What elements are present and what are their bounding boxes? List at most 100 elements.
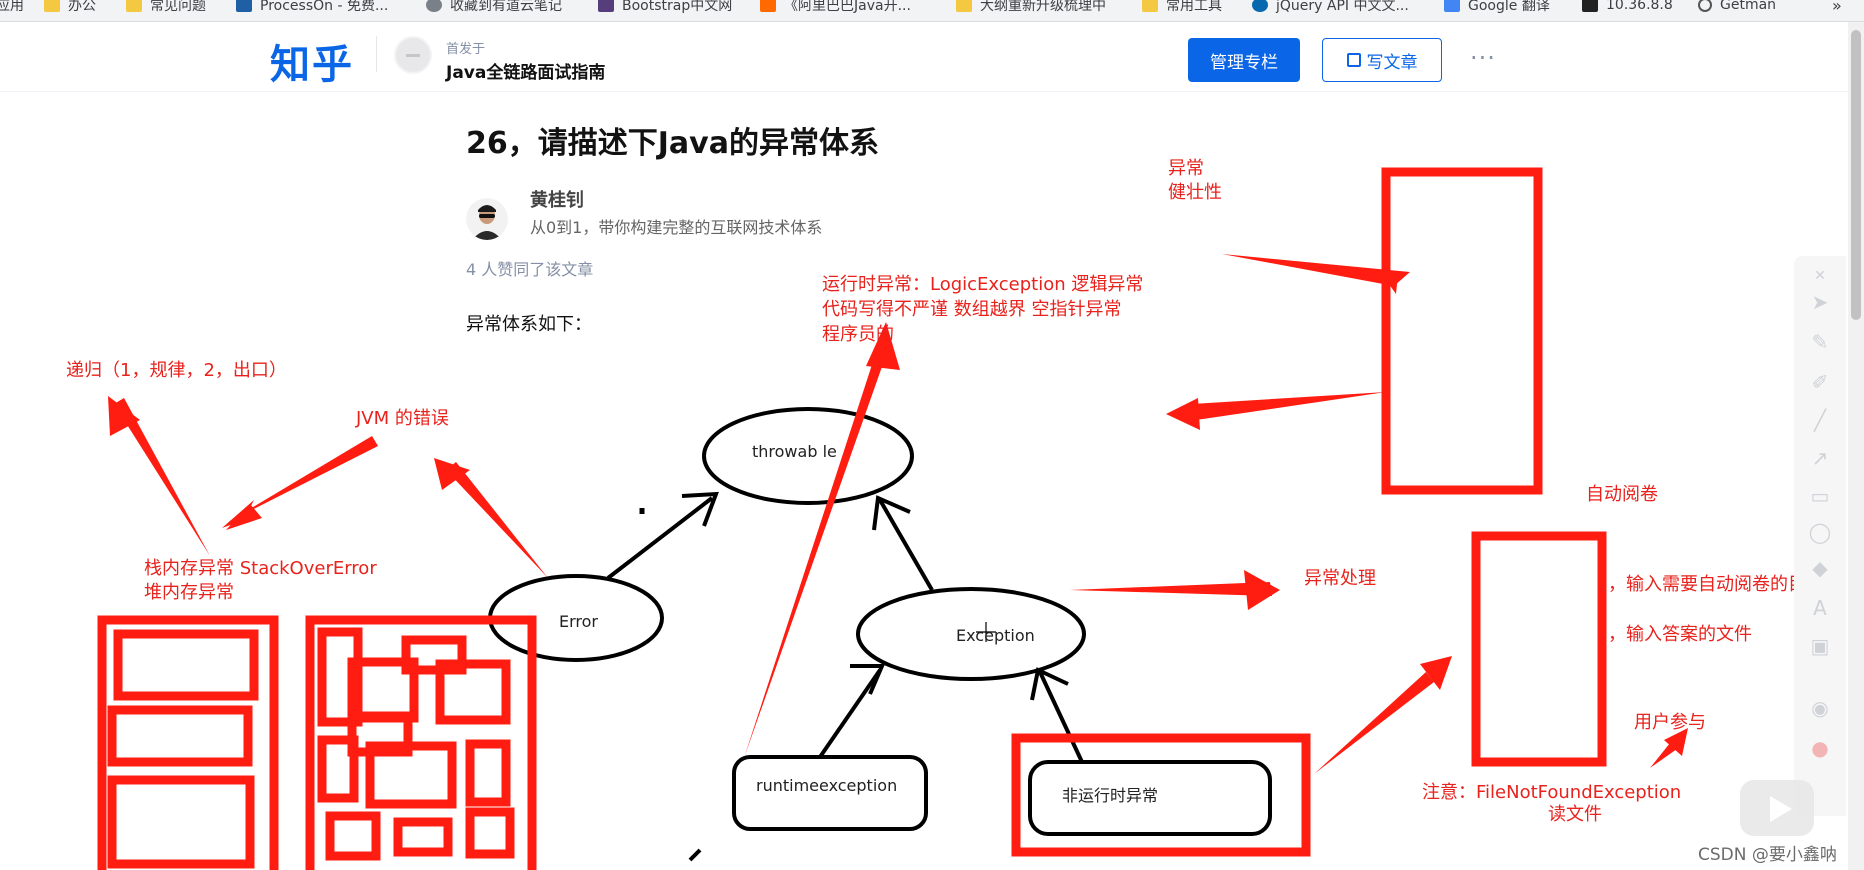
bookmark-youdao[interactable]: 收藏到有道云笔记 xyxy=(426,0,562,16)
highlighter-icon[interactable]: ✐ xyxy=(1811,370,1829,394)
column-name[interactable]: Java全链路面试指南 xyxy=(446,63,606,83)
arrow-nonruntime-exception xyxy=(1038,671,1084,763)
red-arrows xyxy=(108,254,1688,774)
red-box-nonruntime xyxy=(1011,733,1311,857)
folder-icon xyxy=(956,0,972,12)
bookmark-apps[interactable]: 应用 xyxy=(0,0,24,16)
bookmark-office[interactable]: 办公 xyxy=(44,0,96,16)
runtime-node xyxy=(732,755,928,831)
column-prefix: 首发于 xyxy=(446,42,486,57)
exception-label: Exception xyxy=(956,626,1035,645)
article-title: 26，请描述下Java的异常体系 xyxy=(466,126,879,161)
more-options-icon[interactable]: ··· xyxy=(1470,44,1496,72)
annotation-user: 用户参与 xyxy=(1634,712,1706,733)
red-boxes xyxy=(97,167,1607,870)
annotation-recursion: 递归（1，规律，2，出口） xyxy=(66,360,287,381)
watermark: CSDN @要小鑫呐 xyxy=(1698,845,1837,865)
bookmark-jquery[interactable]: jQuery API 中文文... xyxy=(1252,0,1409,16)
bt-icon xyxy=(1582,0,1598,12)
folder-icon xyxy=(126,0,142,12)
folder-icon xyxy=(44,0,60,12)
write-article-button[interactable]: 写文章 xyxy=(1322,38,1442,82)
bookmark-label: 应用 xyxy=(0,0,24,14)
shape-icon[interactable]: ◆ xyxy=(1812,556,1828,580)
bookmark-label: Getman xyxy=(1720,0,1777,13)
processon-icon xyxy=(236,0,252,12)
bookmark-bootstrap[interactable]: Bootstrap中文网 xyxy=(598,0,732,16)
bookmark-label: Bootstrap中文网 xyxy=(622,0,733,14)
drawing-toolbar: ✕ ➤ ✎ ✐ ╱ ↗ ▭ ◯ ◆ A ▣ ◉ ● xyxy=(1794,256,1846,816)
bookmark-outline[interactable]: 大纲重新升级梳理中 xyxy=(956,0,1106,16)
more-bookmarks-chevron-icon[interactable]: » xyxy=(1832,0,1842,15)
scrollbar-thumb[interactable] xyxy=(1851,30,1861,320)
bookmark-label: 收藏到有道云笔记 xyxy=(450,0,562,14)
header-divider xyxy=(376,36,377,72)
close-icon[interactable]: ✕ xyxy=(1814,268,1826,284)
red-box-heap xyxy=(305,615,537,870)
bookmark-label: 10.36.8.8 xyxy=(1606,0,1673,13)
folder-icon xyxy=(1142,0,1158,12)
annotation-robust-line1: 异常 xyxy=(1168,158,1204,179)
article-intro: 异常体系如下： xyxy=(466,314,592,335)
bookmark-google-translate[interactable]: Google 翻译 xyxy=(1444,0,1550,16)
arrow-error-throwable xyxy=(606,496,714,580)
bookmark-label: 常用工具 xyxy=(1166,0,1222,14)
bookmark-label: 常见问题 xyxy=(150,0,206,14)
bookmark-label: 《阿里巴巴Java开... xyxy=(784,0,911,14)
bootstrap-icon xyxy=(598,0,614,12)
cursor-icon[interactable]: ➤ xyxy=(1811,290,1829,314)
globe-icon xyxy=(426,0,442,12)
rectangle-icon[interactable]: ▭ xyxy=(1810,484,1830,508)
bookmark-label: ProcessOn - 免费... xyxy=(260,0,389,14)
annotation-stack-line1: 栈内存异常 StackOverError xyxy=(144,558,377,579)
bookmark-processon[interactable]: ProcessOn - 免费... xyxy=(236,0,388,16)
annotation-note-line1: 注意：FileNotFoundException xyxy=(1422,782,1682,803)
exception-node xyxy=(856,587,1086,681)
annotation-auto-grade: 自动阅卷 xyxy=(1586,484,1658,505)
nonruntime-label: 非运行时异常 xyxy=(1062,786,1159,805)
alibaba-icon xyxy=(760,0,776,12)
bookmark-ip[interactable]: 10.36.8.8 xyxy=(1582,0,1673,16)
image-icon[interactable]: ▣ xyxy=(1810,634,1830,658)
color-picker-icon[interactable]: ◉ xyxy=(1811,696,1829,720)
manage-column-button[interactable]: 管理专栏 xyxy=(1188,38,1300,82)
write-article-label: 写文章 xyxy=(1366,52,1418,73)
author-avatar[interactable] xyxy=(466,198,508,240)
annotation-handling: 异常处理 xyxy=(1304,568,1376,589)
bookmark-getman[interactable]: Getman xyxy=(1698,0,1776,16)
annotation-input-answer: ，输入答案的文件 xyxy=(1608,624,1752,645)
throwable-label: throwab le xyxy=(752,442,837,461)
author-description: 从0到1，带你构建完整的互联网技术体系 xyxy=(530,218,823,237)
arrow-exception-throwable xyxy=(878,498,934,592)
column-avatar[interactable] xyxy=(394,36,432,74)
bookmarks-bar: 应用 办公 常见问题 ProcessOn - 免费... 收藏到有道云笔记 Bo… xyxy=(0,0,1864,22)
runtime-label: runtimeexception xyxy=(756,776,898,795)
arrow-tool-icon[interactable]: ↗ xyxy=(1811,446,1829,470)
play-icon[interactable] xyxy=(1740,780,1814,836)
g-icon xyxy=(1698,0,1712,12)
bookmark-alibaba[interactable]: 《阿里巴巴Java开... xyxy=(760,0,911,16)
red-box-auto-grade xyxy=(1471,531,1607,767)
ellipse-icon[interactable]: ◯ xyxy=(1808,520,1832,544)
brush-icon[interactable]: ✎ xyxy=(1811,330,1829,354)
bookmark-faq[interactable]: 常见问题 xyxy=(126,0,206,16)
record-icon[interactable]: ● xyxy=(1811,736,1829,760)
annotation-runtime-line2: 代码写得不严谨 数组越界 空指针异常 xyxy=(822,299,1122,320)
bookmark-label: 办公 xyxy=(68,0,96,14)
annotation-runtime-line3: 程序员的 xyxy=(822,324,894,345)
jquery-icon xyxy=(1252,0,1268,12)
line-icon[interactable]: ╱ xyxy=(1813,408,1827,432)
bookmark-tools[interactable]: 常用工具 xyxy=(1142,0,1222,16)
zhihu-header: 知乎 首发于 Java全链路面试指南 管理专栏 写文章 ··· xyxy=(0,22,1864,92)
annotation-input-dir: ，输入需要自动阅卷的目录 xyxy=(1608,574,1824,595)
annotation-stack-line2: 堆内存异常 xyxy=(144,582,234,603)
red-box-stack xyxy=(97,615,279,870)
bookmark-label: 大纲重新升级梳理中 xyxy=(980,0,1106,14)
red-box-top-right xyxy=(1381,167,1543,495)
bookmark-label: Google 翻译 xyxy=(1468,0,1550,14)
text-icon[interactable]: A xyxy=(1813,596,1827,620)
author-name[interactable]: 黄桂钊 xyxy=(530,190,584,211)
zhihu-logo[interactable]: 知乎 xyxy=(270,42,354,88)
